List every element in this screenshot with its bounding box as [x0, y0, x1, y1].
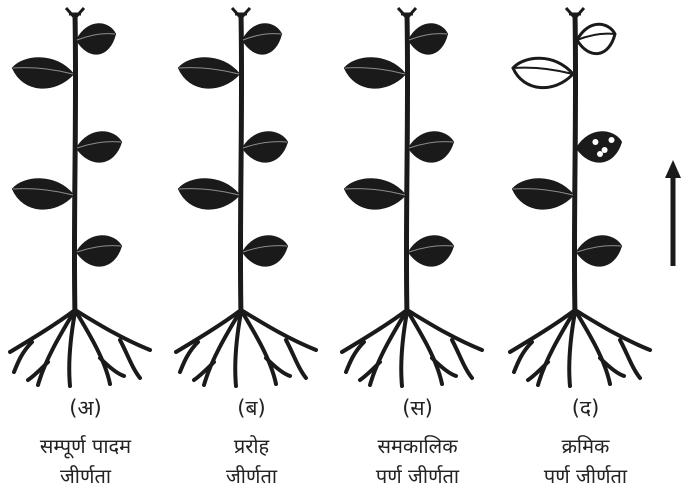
root — [569, 312, 575, 386]
shoot-tip — [232, 8, 250, 18]
shoot-tip — [398, 8, 416, 18]
shoot-tip — [566, 8, 584, 18]
leaf-dark — [243, 236, 287, 265]
leaf-dark — [345, 58, 405, 87]
leaf-dark — [77, 24, 115, 53]
leaf-dark — [409, 24, 447, 53]
root — [401, 312, 407, 386]
leaf-dark — [243, 132, 287, 161]
root — [194, 362, 214, 380]
stem — [406, 14, 407, 315]
leaf-dark — [513, 179, 573, 208]
panel-a-caption-line1: सम्पूर्ण पादम — [0, 432, 171, 459]
panel-d-caption-line2: पर्ण जीर्णता — [500, 462, 671, 489]
panel-d-caption-line1: क्रमिक — [500, 432, 671, 459]
root — [360, 362, 380, 380]
leaf-spotted — [577, 132, 621, 161]
leaf-dark — [179, 58, 239, 87]
panel-d-letter: (द) — [500, 394, 671, 422]
panel-b-caption-line1: प्ररोह — [166, 432, 337, 459]
leaf-dark — [345, 179, 405, 208]
leaf-dark — [77, 132, 121, 161]
root — [10, 310, 75, 352]
up-arrow-icon — [664, 160, 682, 270]
leaf-dark — [409, 132, 453, 161]
leaf-outline — [513, 58, 573, 87]
root — [235, 312, 241, 386]
stem — [574, 14, 575, 315]
stem — [74, 14, 75, 315]
panel-a-caption-line2: जीर्णता — [0, 462, 171, 489]
panel-a-letter: (अ) — [0, 394, 171, 422]
plant-b — [166, 0, 337, 400]
panel-d: (द) क्रमिक पर्ण जीर्णता — [500, 0, 671, 500]
root — [510, 310, 575, 352]
leaf-dark — [577, 236, 621, 265]
panel-a: (अ) सम्पूर्ण पादम जीर्णता — [0, 0, 171, 500]
leaf-dark — [77, 236, 121, 265]
root — [176, 310, 241, 352]
leaf-dark — [13, 179, 73, 208]
leaf-outline — [577, 24, 615, 53]
panel-c-caption-line1: समकालिक — [332, 432, 503, 459]
panel-b-letter: (ब) — [166, 394, 337, 422]
panel-c-caption-line2: पर्ण जीर्णता — [332, 462, 503, 489]
panel-c-letter: (स) — [332, 394, 503, 422]
panel-c: (स) समकालिक पर्ण जीर्णता — [332, 0, 503, 500]
shoot-tip — [66, 8, 84, 18]
plant-a — [0, 0, 171, 400]
panel-b-caption-line2: जीर्णता — [166, 462, 337, 489]
leaf-dark — [243, 24, 281, 53]
stem — [240, 14, 241, 315]
root — [69, 312, 75, 386]
leaf-dark — [13, 58, 73, 87]
leaf-dark — [409, 236, 453, 265]
leaf-dark — [179, 179, 239, 208]
plant-c — [332, 0, 503, 400]
root — [28, 362, 48, 380]
root — [528, 362, 548, 380]
panel-b: (ब) प्ररोह जीर्णता — [166, 0, 337, 500]
plant-d — [500, 0, 671, 400]
root — [342, 310, 407, 352]
